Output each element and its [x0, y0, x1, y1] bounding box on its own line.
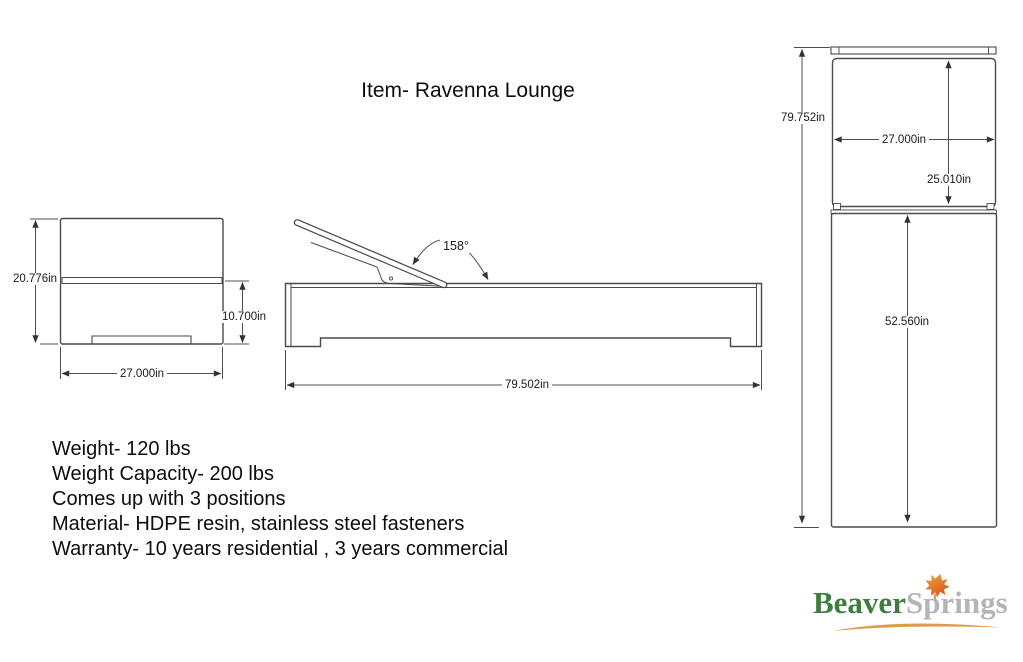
end-view-drawing: [30, 217, 249, 379]
dim-end-height: 20.776in: [9, 273, 61, 285]
dim-end-seat-height: 10.700in: [218, 310, 270, 323]
spec-positions: Comes up with 3 positions: [52, 488, 286, 510]
side-view-drawing: [284, 219, 763, 390]
backrest-tube: [293, 219, 448, 289]
spec-warranty: Warranty- 10 years residential , 3 years…: [52, 538, 509, 560]
spec-material: Material- HDPE resin, stainless steel fa…: [52, 513, 465, 535]
logo-beaver: Beaver: [813, 585, 906, 620]
dim-top-overall: 79.752in: [777, 112, 829, 124]
logo-swoosh: [833, 623, 1002, 631]
logo-springs: Springs: [905, 585, 1008, 620]
spec-capacity: Weight Capacity- 200 lbs: [52, 463, 274, 485]
dim-top-width: 27.000in: [878, 133, 930, 146]
dim-backrest-angle: 158°: [440, 239, 472, 253]
dim-end-width: 27.000in: [116, 367, 168, 380]
spec-weight: Weight- 120 lbs: [52, 438, 191, 460]
page-title: Item- Ravenna Lounge: [361, 79, 575, 102]
dim-top-seat: 52.560in: [881, 316, 933, 328]
maple-leaf-icon: [925, 573, 950, 600]
top-view-drawing: [794, 46, 998, 528]
logo-wordmark: BeaverSprings: [813, 585, 1008, 621]
dim-side-length: 79.502in: [501, 379, 553, 391]
spec-list: Weight- 120 lbs Weight Capacity- 200 lbs…: [52, 437, 508, 562]
dim-top-backrest: 25.010in: [923, 174, 975, 186]
logo-graphic: [833, 573, 1002, 631]
